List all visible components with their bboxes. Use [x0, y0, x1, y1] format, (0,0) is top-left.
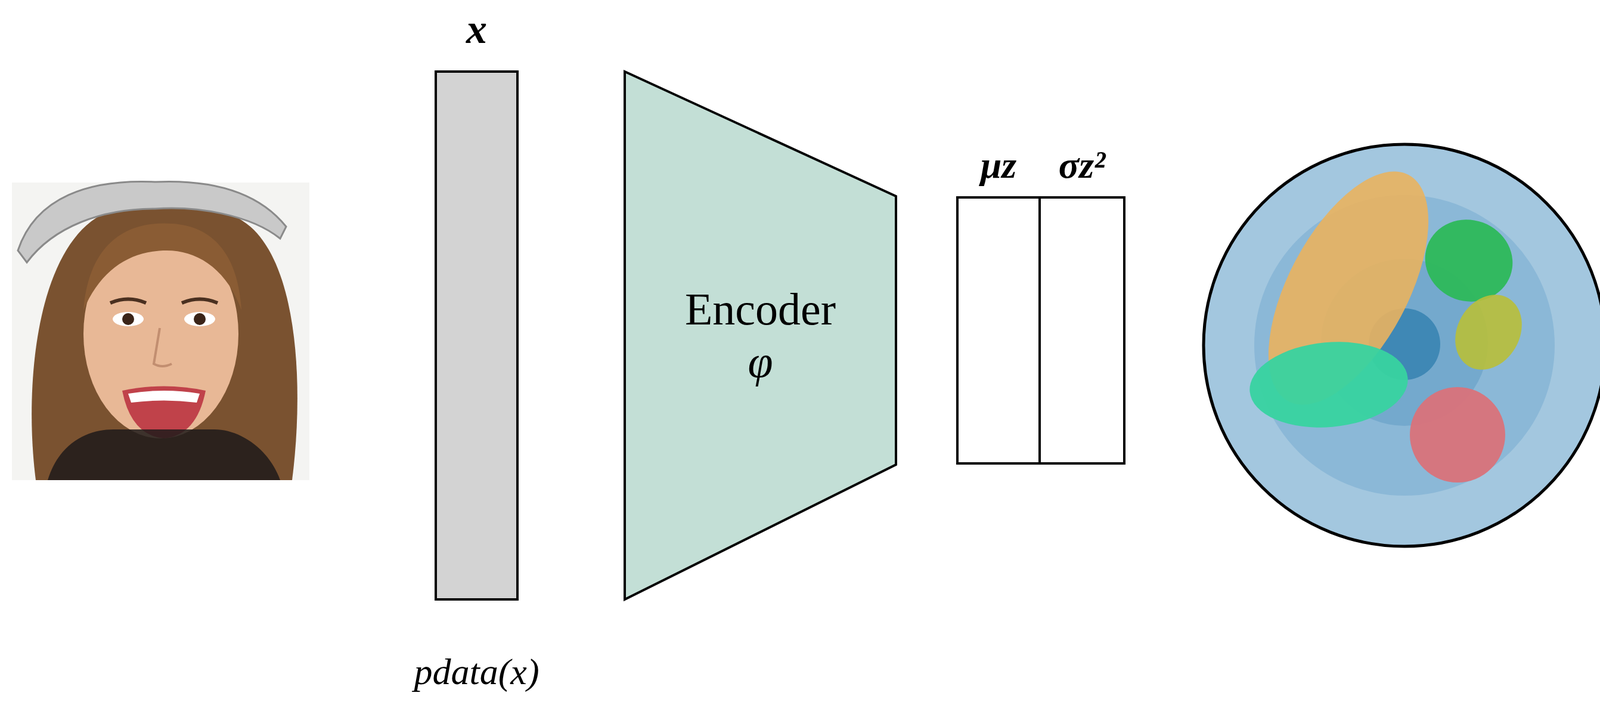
parameter-symbol: φ: [747, 336, 773, 387]
footer-holder: pdata(x): [413, 600, 539, 692]
node-column: μz: [956, 144, 1041, 465]
node-column: σz²: [1038, 144, 1126, 465]
node-shape: [434, 70, 519, 601]
input-vector-bar: xpdata(x): [434, 5, 519, 692]
trapezoid-outline: [623, 70, 898, 601]
trapezoid-fill: [624, 71, 896, 600]
heading-holder: x: [466, 5, 488, 71]
node-column: xpdata(x): [434, 5, 519, 692]
mean-vector-box: μz: [956, 144, 1041, 465]
latent-space-illustration: [1203, 144, 1600, 547]
data-distribution-label: pdata(x): [413, 650, 539, 692]
variance-vector-box: σz²: [1038, 144, 1126, 465]
input-symbol: x: [466, 5, 488, 52]
heading-holder: σz²: [1058, 144, 1106, 197]
encoder-label: Encoder: [684, 284, 836, 335]
node-column: Encoderφ: [623, 70, 898, 601]
node-shape: [1038, 196, 1126, 465]
heading-holder: μz: [980, 144, 1017, 197]
node-shape: Encoderφ: [623, 70, 898, 601]
encoder-trapezoid: Encoderφ: [623, 70, 898, 601]
mean-symbol: μz: [980, 144, 1017, 186]
variance-symbol: σz²: [1058, 144, 1106, 186]
face-illustration: [11, 181, 310, 480]
node-shape: [956, 196, 1041, 465]
